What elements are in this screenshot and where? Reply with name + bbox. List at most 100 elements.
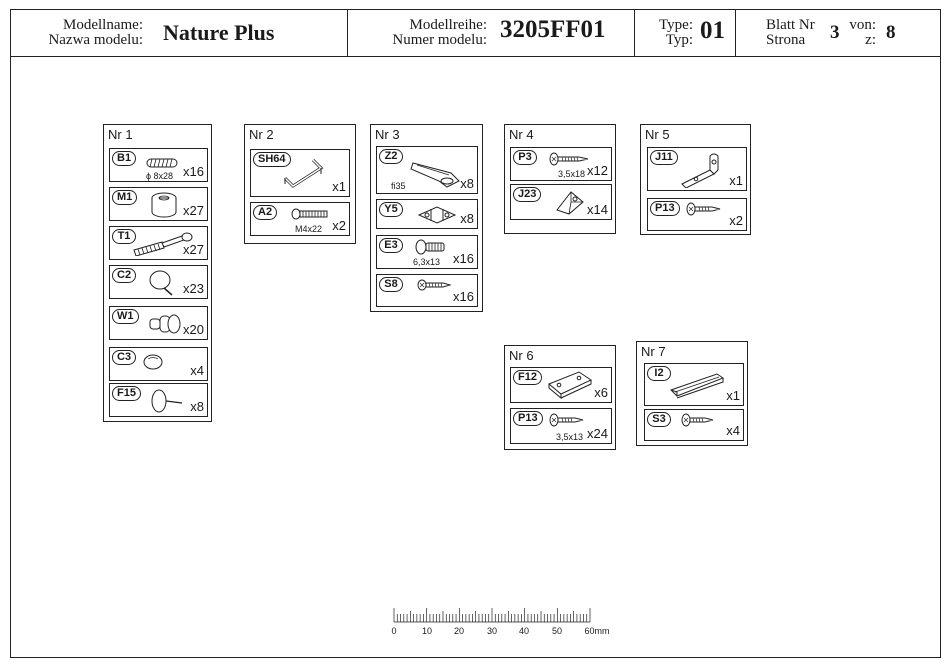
screw-icon (681, 413, 714, 427)
part-quantity: x2 (729, 213, 743, 228)
part-e3: E3 6,3x13 x16 (376, 235, 478, 269)
bag-title: Nr 3 (375, 127, 400, 142)
part-code: C2 (112, 268, 137, 283)
ruler-label: 40 (518, 626, 530, 636)
header-divider (735, 9, 736, 56)
part-code: B1 (112, 151, 137, 166)
of-label-de: von: (849, 17, 876, 33)
ruler-label: 30 (486, 626, 498, 636)
part-code: Y5 (379, 202, 403, 217)
type-label-de: Type: (659, 17, 693, 33)
part-z2: Z2 fi35 x8 (376, 146, 478, 194)
part-code: J11 (650, 150, 678, 165)
part-p13: P13 x2 (647, 198, 747, 231)
plug-icon (149, 314, 181, 334)
hardware-bag-6: Nr 6 F12 x6 P13 3,5x13 x24 (504, 345, 616, 450)
shelf-pin-icon (149, 270, 173, 296)
part-quantity: x16 (453, 289, 474, 304)
scale-ruler: 0 10 20 30 40 50 60mm (391, 606, 610, 636)
part-quantity: x8 (190, 399, 204, 414)
nail-icon (151, 389, 183, 413)
screw-icon (549, 413, 584, 427)
part-m1: M1 x27 (109, 187, 208, 221)
part-code: SH64 (253, 152, 291, 167)
cap-icon (143, 354, 163, 370)
part-code: M1 (112, 190, 138, 205)
part-w1: W1 x20 (109, 306, 208, 340)
part-quantity: x6 (594, 385, 608, 400)
series-value: 3205FF01 (500, 16, 606, 43)
part-code: P3 (513, 150, 537, 165)
part-quantity: x4 (726, 423, 740, 438)
bag-title: Nr 7 (641, 344, 666, 359)
of-label: von: z: (844, 18, 876, 48)
screw-icon (417, 279, 451, 291)
part-code: C3 (112, 350, 137, 365)
model-name-label: Modellname: Nazwa modelu: (10, 18, 143, 48)
handle-icon (283, 158, 324, 188)
series-label-de: Modellreihe: (409, 17, 487, 33)
title-block: Modellname: Nazwa modelu: Nature Plus Mo… (10, 9, 941, 57)
flat-bracket-icon (548, 371, 593, 400)
ruler-label: 60mm (584, 626, 610, 636)
part-quantity: x12 (587, 163, 608, 178)
bag-title: Nr 2 (249, 127, 274, 142)
part-spec: 3,5x13 (556, 432, 584, 442)
part-quantity: x8 (460, 176, 474, 191)
part-spec: ϕ 8x28 (146, 171, 174, 181)
part-s3: S3 x4 (644, 409, 744, 441)
part-c3: C3 x4 (109, 347, 208, 381)
part-quantity: x14 (587, 202, 608, 217)
of-value: 8 (886, 22, 896, 43)
sheet-value: 3 (830, 22, 840, 43)
part-code: S8 (379, 277, 403, 292)
ruler-label: 20 (453, 626, 465, 636)
corner-block-icon (556, 191, 584, 215)
part-quantity: x1 (332, 179, 346, 194)
part-code: F15 (112, 386, 141, 401)
part-code: S3 (647, 412, 671, 427)
series-label: Modellreihe: Numer modelu: (350, 18, 487, 48)
model-name-value: Nature Plus (163, 20, 275, 45)
header-divider (634, 9, 635, 56)
bolt-icon (291, 208, 328, 220)
part-code: Z2 (379, 149, 403, 164)
part-quantity: x8 (460, 211, 474, 226)
hardware-bag-7: Nr 7 I2 x1 S3 x4 (636, 341, 748, 446)
sheet-label-pl: Strona (766, 32, 806, 48)
hardware-bag-1: Nr 1 B1 ϕ 8x28 x16 M1 x27 T1 x27 C2 (103, 124, 212, 422)
part-a2: A2 M4x22 x2 (250, 202, 350, 236)
hardware-bag-3: Nr 3 Z2 fi35 x8 Y5 x8 E3 6,3x13 x16 S8 (370, 124, 483, 312)
part-quantity: x1 (726, 388, 740, 403)
part-y5: Y5 x8 (376, 199, 478, 229)
series-label-pl: Numer modelu: (392, 32, 487, 48)
part-quantity: x23 (183, 281, 204, 296)
part-code: F12 (513, 370, 542, 385)
ruler-ticks (393, 608, 591, 623)
part-t1: T1 x27 (109, 226, 208, 260)
screw-icon (549, 152, 589, 166)
part-spec: fi35 (391, 181, 406, 191)
part-quantity: x2 (332, 218, 346, 233)
part-spec: M4x22 (295, 224, 323, 234)
part-spec: 3,5x18 (558, 169, 586, 179)
part-p3: P3 3,5x18 x12 (510, 147, 612, 181)
hardware-bag-2: Nr 2 SH64 x1 A2 M4x22 x2 (244, 124, 356, 244)
part-f15: F15 x8 (109, 383, 208, 417)
header-divider (347, 9, 348, 56)
hinge-plate-icon (417, 206, 457, 224)
part-code: J23 (513, 187, 542, 202)
part-code: P13 (650, 201, 680, 216)
part-quantity: x4 (190, 363, 204, 378)
part-code: I2 (647, 366, 671, 381)
bag-title: Nr 5 (645, 127, 670, 142)
ruler-label: 10 (421, 626, 433, 636)
part-code: A2 (253, 205, 278, 220)
part-quantity: x27 (183, 203, 204, 218)
sheet-label-de: Blatt Nr (766, 17, 815, 33)
bag-title: Nr 4 (509, 127, 534, 142)
euro-screw-icon (415, 239, 445, 255)
of-label-pl: z: (865, 32, 876, 48)
type-value: 01 (700, 17, 725, 44)
part-quantity: x1 (729, 173, 743, 188)
